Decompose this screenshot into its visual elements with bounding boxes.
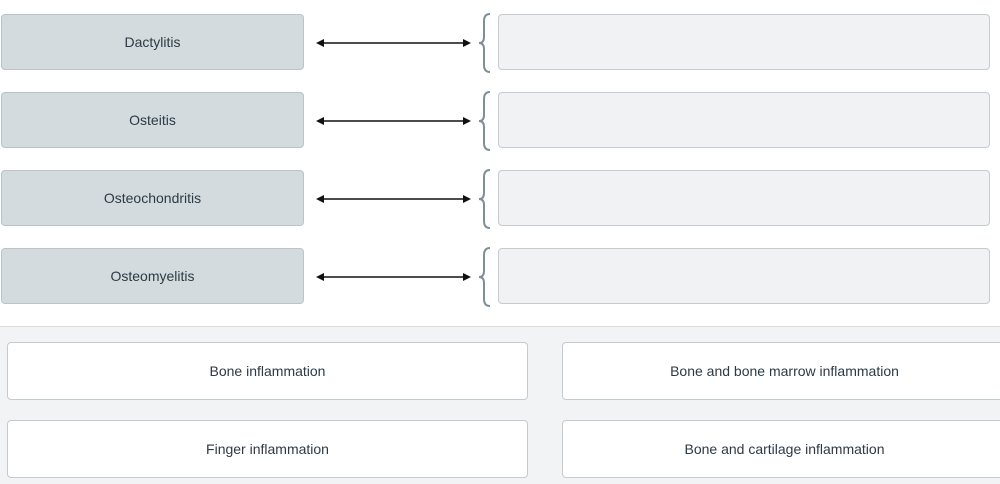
choice-bone-marrow-inflammation[interactable]: Bone and bone marrow inflammation (562, 342, 1000, 400)
brace-icon (478, 13, 491, 73)
term-label: Osteochondritis (103, 190, 202, 206)
brace-icon (478, 91, 491, 151)
choice-bone-cartilage-inflammation[interactable]: Bone and cartilage inflammation (562, 420, 1000, 478)
term-osteomyelitis: Osteomyelitis (1, 248, 304, 304)
choice-label: Bone and bone marrow inflammation (670, 363, 899, 379)
term-label: Osteomyelitis (110, 268, 195, 284)
double-arrow-icon (316, 39, 471, 47)
drop-zone-osteitis[interactable] (498, 92, 990, 148)
choice-bone-inflammation[interactable]: Bone inflammation (7, 342, 528, 400)
term-dactylitis: Dactylitis (1, 14, 304, 70)
term-osteochondritis: Osteochondritis (1, 170, 304, 226)
drop-zone-osteochondritis[interactable] (498, 170, 990, 226)
double-arrow-icon (316, 117, 471, 125)
double-arrow-icon (316, 195, 471, 203)
choice-label: Bone and cartilage inflammation (684, 441, 885, 457)
term-osteitis: Osteitis (1, 92, 304, 148)
term-label: Dactylitis (124, 34, 181, 50)
choice-label: Finger inflammation (206, 441, 329, 457)
brace-icon (478, 169, 491, 229)
double-arrow-icon (316, 273, 471, 281)
choice-finger-inflammation[interactable]: Finger inflammation (7, 420, 528, 478)
term-label: Osteitis (129, 112, 176, 128)
choice-label: Bone inflammation (209, 363, 326, 379)
brace-icon (478, 247, 491, 307)
answer-bank: Bone inflammation Bone and bone marrow i… (0, 326, 1000, 484)
drop-zone-dactylitis[interactable] (498, 14, 990, 70)
drop-zone-osteomyelitis[interactable] (498, 248, 990, 304)
